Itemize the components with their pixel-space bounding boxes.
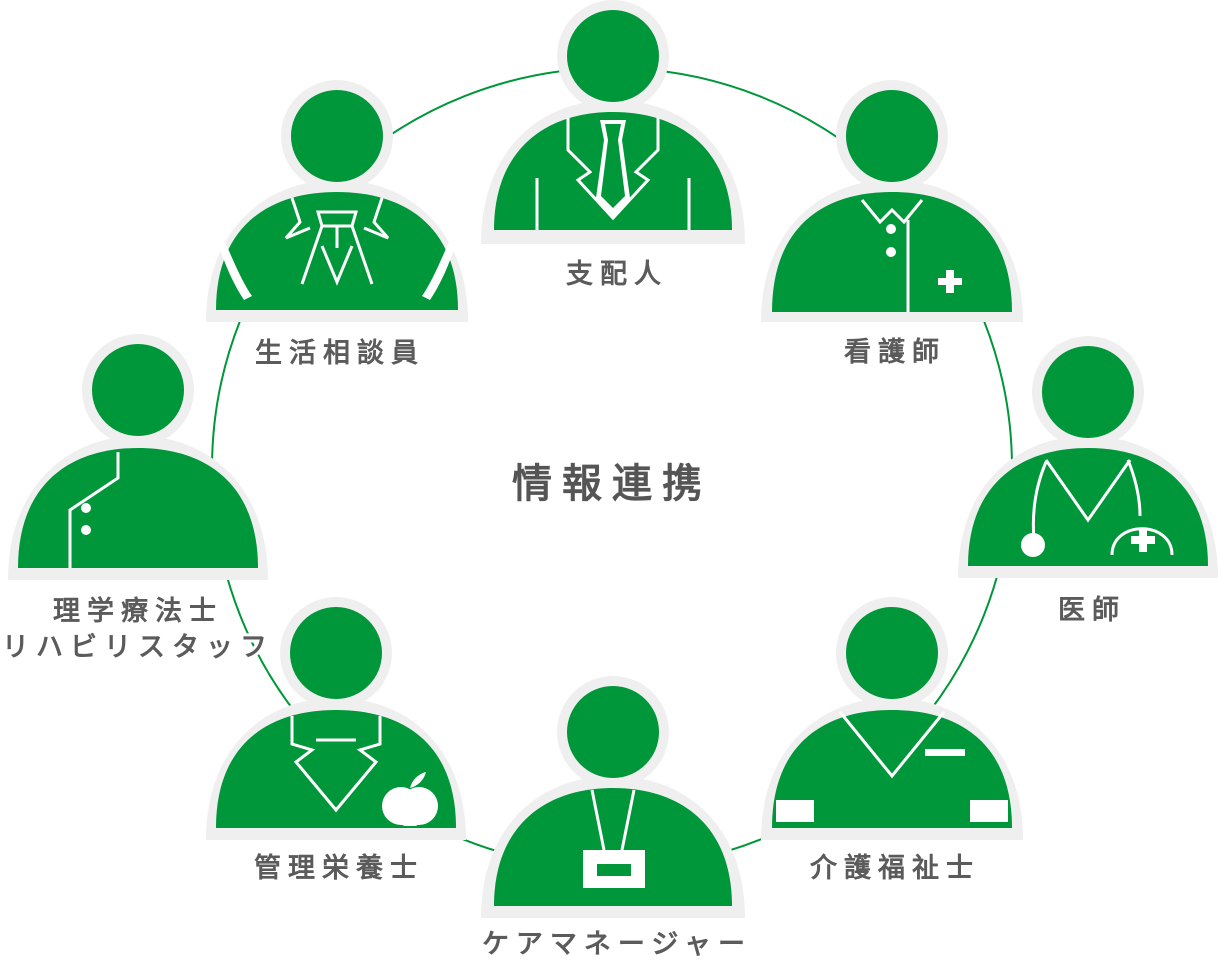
nurse-icon: [761, 80, 1023, 322]
care-worker-icon: [761, 597, 1023, 840]
care-manager-icon: [481, 676, 745, 918]
therapist-icon: [8, 334, 268, 580]
center-title: 情報連携: [512, 460, 712, 507]
dietitian-label: 管理栄養士: [254, 852, 424, 884]
manager-icon: [481, 0, 745, 244]
therapist-label-line1: 理学療法士: [53, 595, 223, 627]
doctor-icon: [958, 336, 1218, 578]
therapist-label-line2: リハビリスタッフ: [2, 632, 274, 663]
nurse-label: 看護師: [844, 336, 946, 368]
dietitian-icon: [206, 597, 466, 840]
counselor-label: 生活相談員: [255, 337, 425, 369]
doctor-label: 医師: [1058, 595, 1126, 626]
care-manager-label: ケアマネージャー: [482, 929, 752, 960]
manager-label: 支配人: [566, 259, 668, 290]
counselor-icon: [206, 80, 468, 322]
care-worker-label: 介護福祉士: [809, 852, 980, 884]
